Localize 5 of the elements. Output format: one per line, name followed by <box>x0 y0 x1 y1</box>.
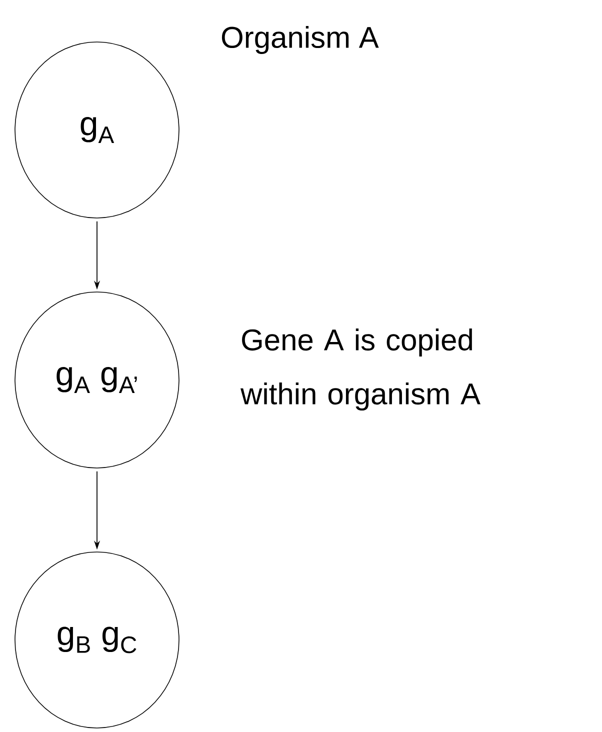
circle-node: g$_{A}$ g$_{A’}$ <box>14 292 180 468</box>
circle-node: g$_{A}$ <box>14 42 180 218</box>
circle-node: g$_{B}$ g$_{C}$ <box>14 552 180 728</box>
node-caption: Organism A <box>222 26 379 54</box>
note-text: Gene A is copied within organism A <box>240 328 480 410</box>
